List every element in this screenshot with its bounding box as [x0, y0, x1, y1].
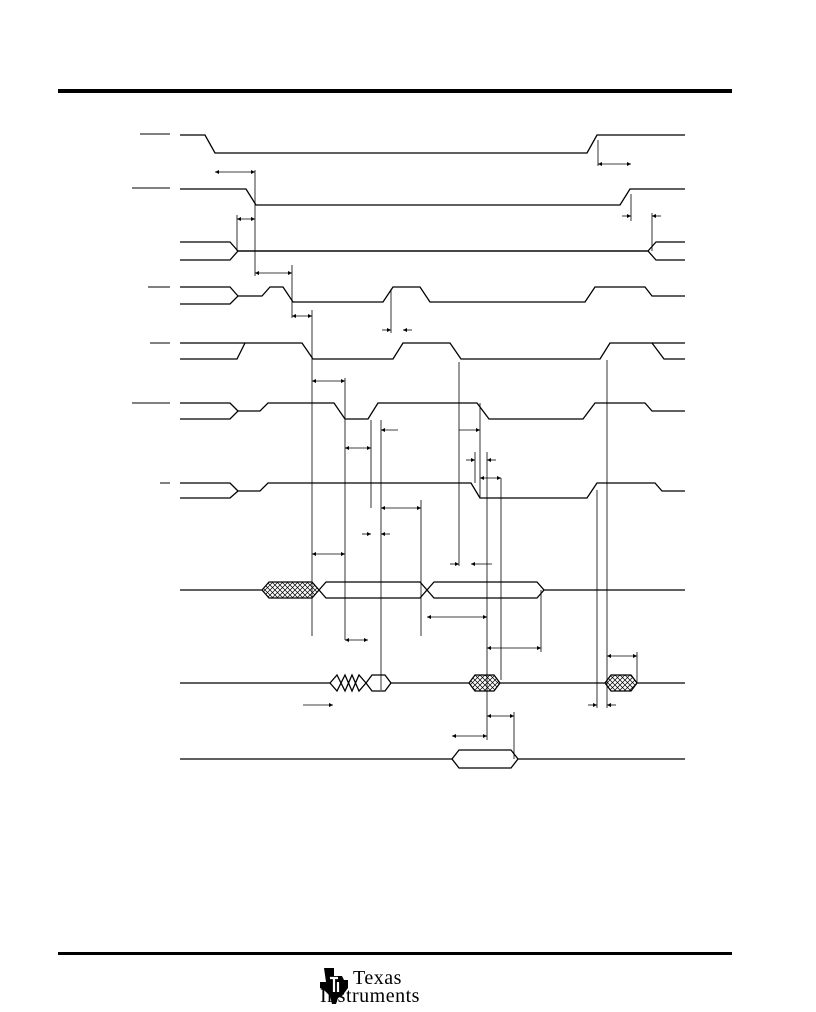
texas-state-shape-icon: [320, 968, 348, 1004]
waveform-1: [180, 135, 685, 153]
header-rule: [58, 89, 732, 93]
texas-instruments-logo: Texas Instruments: [318, 964, 468, 1010]
waveform-6: [180, 403, 685, 419]
footer-rule: [58, 952, 732, 955]
bus-waveform-2: [180, 675, 685, 691]
bus-1-invalid: [262, 582, 319, 598]
logo-text-line-1: Texas: [353, 967, 402, 989]
waveform-7: [180, 483, 685, 498]
waveform-3: [180, 242, 685, 260]
bus-1-valid-b: [427, 582, 544, 598]
waveform-4: [180, 287, 685, 304]
bus-2-invalid-a: [469, 675, 500, 691]
waveform-2: [180, 189, 685, 205]
waveform-5: [180, 343, 685, 359]
bus-2-invalid-b: [605, 675, 637, 691]
signal-label-overbars: [132, 134, 170, 483]
bus-3-valid: [452, 750, 518, 768]
logo-text-line-2: Instruments: [320, 985, 420, 1007]
timing-dimension-arrows: [215, 162, 661, 738]
bus-2-valid: [366, 675, 391, 691]
bus-1-valid-a: [319, 582, 427, 598]
bus-waveform-3: [180, 750, 685, 768]
timing-reference-lines: [237, 140, 652, 759]
bus-waveform-1: [180, 582, 685, 598]
